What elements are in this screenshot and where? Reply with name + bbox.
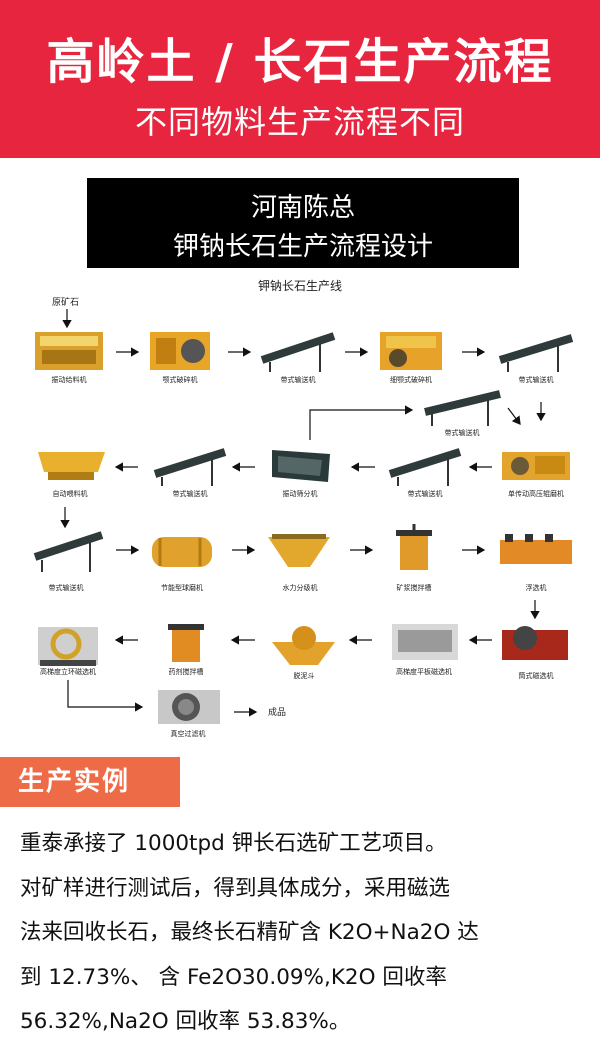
machine-auto-feeder: 自动喂料机	[38, 452, 105, 498]
machine-label: 自动喂料机	[53, 489, 88, 498]
machine-label: 振动筛分机	[283, 489, 318, 498]
machine-belt-conveyor: 带式输送机	[388, 448, 462, 498]
machine-vibrating-feeder: 振动给料机	[35, 332, 103, 384]
machine-label: 振动给料机	[52, 375, 87, 384]
machine-jaw-crusher: 颚式破碎机	[150, 332, 210, 384]
machine-label: 筒式磁选机	[519, 671, 554, 680]
case-line: 对矿样进行测试后，得到具体成分，采用磁选	[20, 875, 451, 901]
machine-label: 真空过滤机	[171, 729, 206, 738]
machine-label: 颚式破碎机	[163, 375, 198, 384]
machine-label: 脱泥斗	[294, 671, 315, 680]
machine-belt-conveyor: 带式输送机	[498, 334, 574, 384]
machine-label: 浮选机	[526, 583, 547, 592]
case-line: 法来回收长石，最终长石精矿含 K2O+Na2O 达	[20, 920, 479, 945]
process-flow-diagram: 钾钠长石生产线 原矿石 振动给料机 颚式破碎机 带式输送机	[0, 272, 600, 742]
machine-desliming-hopper: 脱泥斗	[272, 626, 335, 680]
machine-label: 药剂搅拌槽	[169, 667, 204, 676]
machine-label: 细颚式破碎机	[390, 375, 432, 384]
case-line: 重泰承接了 1000tpd 钾长石选矿工艺项目。	[20, 831, 447, 856]
machine-reagent-tank: 药剂搅拌槽	[168, 624, 204, 676]
output-label: 成品	[268, 706, 286, 718]
machine-label: 带式输送机	[408, 489, 443, 498]
machine-hydraulic-classifier: 水力分级机	[268, 534, 330, 592]
machine-label: 带式输送机	[519, 375, 554, 384]
machine-label: 节能型球磨机	[161, 583, 203, 592]
machine-label: 带式输送机	[445, 428, 480, 437]
machine-ball-mill: 节能型球磨机	[152, 537, 212, 592]
case-line: 到 12.73%、 含 Fe2O30.09%,K2O 回收率	[20, 964, 447, 990]
machine-vibrating-screen: 振动筛分机	[272, 450, 330, 498]
design-box-line1: 河南陈总	[250, 193, 355, 223]
machine-flat-plate-magnetic-separator: 高梯度平板磁选机	[392, 624, 458, 676]
machine-label: 高梯度立环磁选机	[40, 667, 96, 676]
design-box: 河南陈总 钾钠长石生产流程设计	[87, 178, 519, 268]
design-box-line2: 钾钠长石生产流程设计	[172, 232, 433, 262]
machine-label: 带式输送机	[173, 489, 208, 498]
machine-vertical-ring-magnetic-separator: 高梯度立环磁选机	[38, 627, 98, 676]
machine-drum-magnetic-separator: 筒式磁选机	[502, 626, 568, 680]
diagram-title: 钾钠长石生产线	[258, 278, 342, 293]
machine-slurry-tank: 矿浆搅拌槽	[396, 524, 432, 592]
machine-label: 水力分级机	[283, 583, 318, 592]
machine-roller-mill: 单传动高压辊磨机	[502, 452, 570, 498]
case-description: 重泰承接了 1000tpd 钾长石选矿工艺项目。 对矿样进行测试后，得到具体成分…	[20, 822, 592, 1045]
section-tag: 生产实例	[0, 757, 180, 807]
machine-belt-conveyor: 带式输送机	[153, 448, 227, 498]
header-banner: 高岭土 / 长石生产流程 不同物料生产流程不同	[0, 0, 600, 158]
machine-belt-conveyor: 带式输送机	[33, 531, 104, 592]
machine-label: 单传动高压辊磨机	[508, 489, 564, 498]
machine-label: 矿浆搅拌槽	[397, 583, 432, 592]
machine-belt-conveyor: 带式输送机	[260, 332, 336, 384]
machine-fine-jaw-crusher: 细颚式破碎机	[380, 332, 442, 384]
machine-belt-conveyor: 带式输送机	[424, 390, 501, 437]
case-line: 56.32%,Na2O 回收率 53.83%。	[20, 1009, 351, 1034]
machine-vacuum-filter: 真空过滤机	[158, 690, 220, 738]
machine-flotation-cell: 浮选机	[500, 534, 572, 592]
page-title: 高岭土 / 长石生产流程	[46, 34, 554, 90]
machine-label: 高梯度平板磁选机	[396, 667, 452, 676]
page-subtitle: 不同物料生产流程不同	[134, 103, 465, 141]
input-label: 原矿石	[52, 296, 79, 308]
machine-label: 带式输送机	[281, 375, 316, 384]
machine-label: 带式输送机	[49, 583, 84, 592]
